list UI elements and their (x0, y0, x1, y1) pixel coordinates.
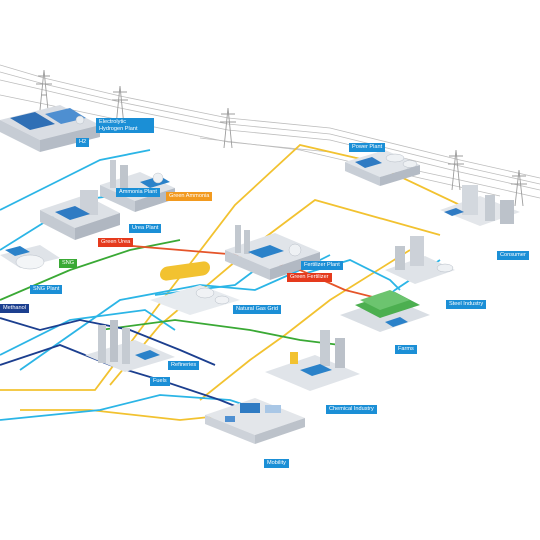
pylons (36, 69, 527, 207)
steel-industry (385, 236, 455, 284)
urea-plant-label: Urea Plant (129, 224, 162, 233)
ammonia-plant (100, 160, 175, 212)
electricity-lines (0, 144, 471, 421)
mobility-label: Mobility (264, 459, 289, 468)
hydrogen-lines (0, 149, 441, 421)
fuels-tag: Fuels (150, 377, 170, 386)
fertilizer-plant-label: Fertilizer Plant (301, 261, 343, 270)
green-urea-tag: Green Urea (98, 238, 134, 247)
consumer-label: Consumer (497, 251, 529, 260)
ammonia-plant-label: Ammonia Plant (116, 188, 160, 197)
farms-label: Farms (395, 345, 417, 354)
green-ammonia-tag: Green Ammonia (166, 192, 213, 201)
chemical-industry (265, 330, 360, 391)
sng-tag: SNG (59, 259, 78, 268)
refineries-label: Refineries (168, 361, 200, 370)
sng-plant (0, 245, 60, 270)
h2-tag: H2 (76, 138, 90, 147)
natural-gas-grid (150, 261, 240, 315)
refineries (85, 320, 175, 372)
natural-gas-grid-label: Natural Gas Grid (233, 305, 281, 314)
farms (340, 290, 430, 332)
electrolytic-plant (0, 105, 100, 152)
chemical-industry-label: Chemical Industry (326, 405, 377, 414)
electrolytic-plant-label: Electrolytic Hydrogen Plant (96, 118, 154, 134)
fertilizer-plant (225, 225, 320, 280)
consumer-buildings (440, 185, 520, 226)
mobility (205, 398, 305, 444)
steel-industry-label: Steel Industry (446, 300, 487, 309)
power-plant-label: Power Plant (349, 143, 386, 152)
urea-plant (40, 190, 120, 240)
power-plant (345, 150, 420, 186)
sng-plant-label: SNG Plant (30, 285, 63, 294)
green-fertilizer-tag: Green Fertilizer (287, 273, 332, 282)
methanol-tag: Methanol (0, 304, 30, 313)
